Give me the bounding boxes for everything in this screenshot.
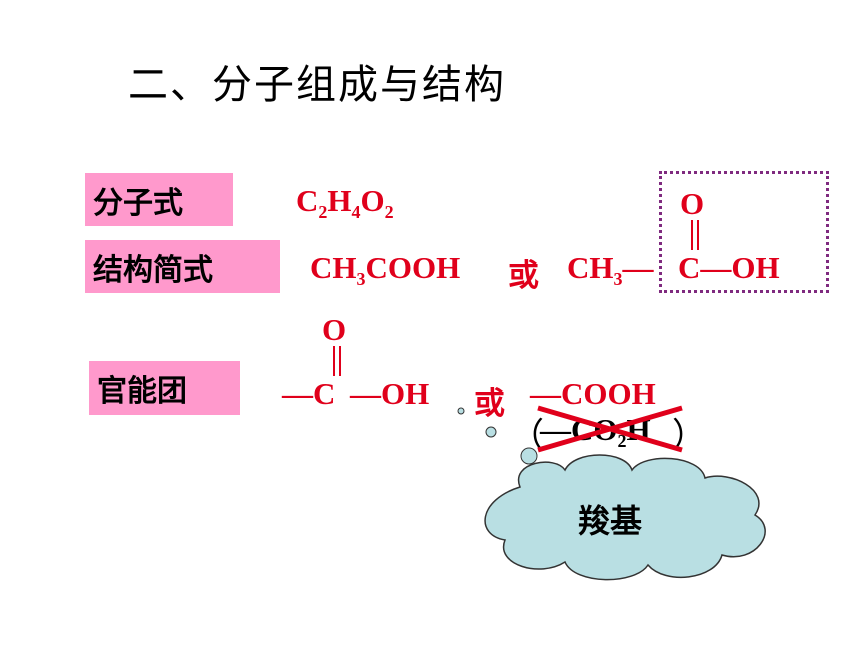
- structural-double-bond: [691, 220, 699, 250]
- structural-formula-label: 结构简式: [85, 240, 280, 293]
- functional-group-oxygen: O: [322, 312, 347, 347]
- functional-group-label: 官能团: [89, 361, 240, 415]
- page-title: 二、分子组成与结构: [128, 62, 506, 108]
- functional-group-or: 或: [474, 386, 505, 422]
- functional-group-label-text: 官能团: [97, 374, 187, 409]
- carboxyl-highlight-box: [659, 171, 829, 293]
- structural-formula-condensed: CH3COOH: [310, 250, 461, 289]
- functional-group-cooh: —COOH: [530, 376, 656, 411]
- bubble-small: [457, 407, 465, 415]
- paren-close: ）: [672, 416, 706, 456]
- molecular-formula-label-text: 分子式: [93, 185, 183, 221]
- structural-carbon: C—OH: [678, 250, 780, 285]
- structural-formula-expanded: CH3—: [567, 250, 654, 289]
- functional-group-double-bond: [333, 346, 341, 376]
- functional-group-hydroxyl: —OH: [350, 376, 430, 411]
- functional-group-carbon: —C: [282, 376, 336, 411]
- structural-carbonyl-oxygen: O: [680, 186, 705, 221]
- molecular-formula-label: 分子式: [85, 173, 233, 226]
- crossed-formula: —CO2H: [540, 412, 651, 451]
- structural-or: 或: [508, 258, 539, 294]
- structural-formula-label-text: 结构简式: [93, 252, 213, 288]
- bubble-medium: [485, 426, 497, 438]
- molecular-formula: C2H4O2: [296, 183, 394, 222]
- cloud-label: 羧基: [578, 502, 643, 540]
- paren-open: （: [510, 416, 544, 456]
